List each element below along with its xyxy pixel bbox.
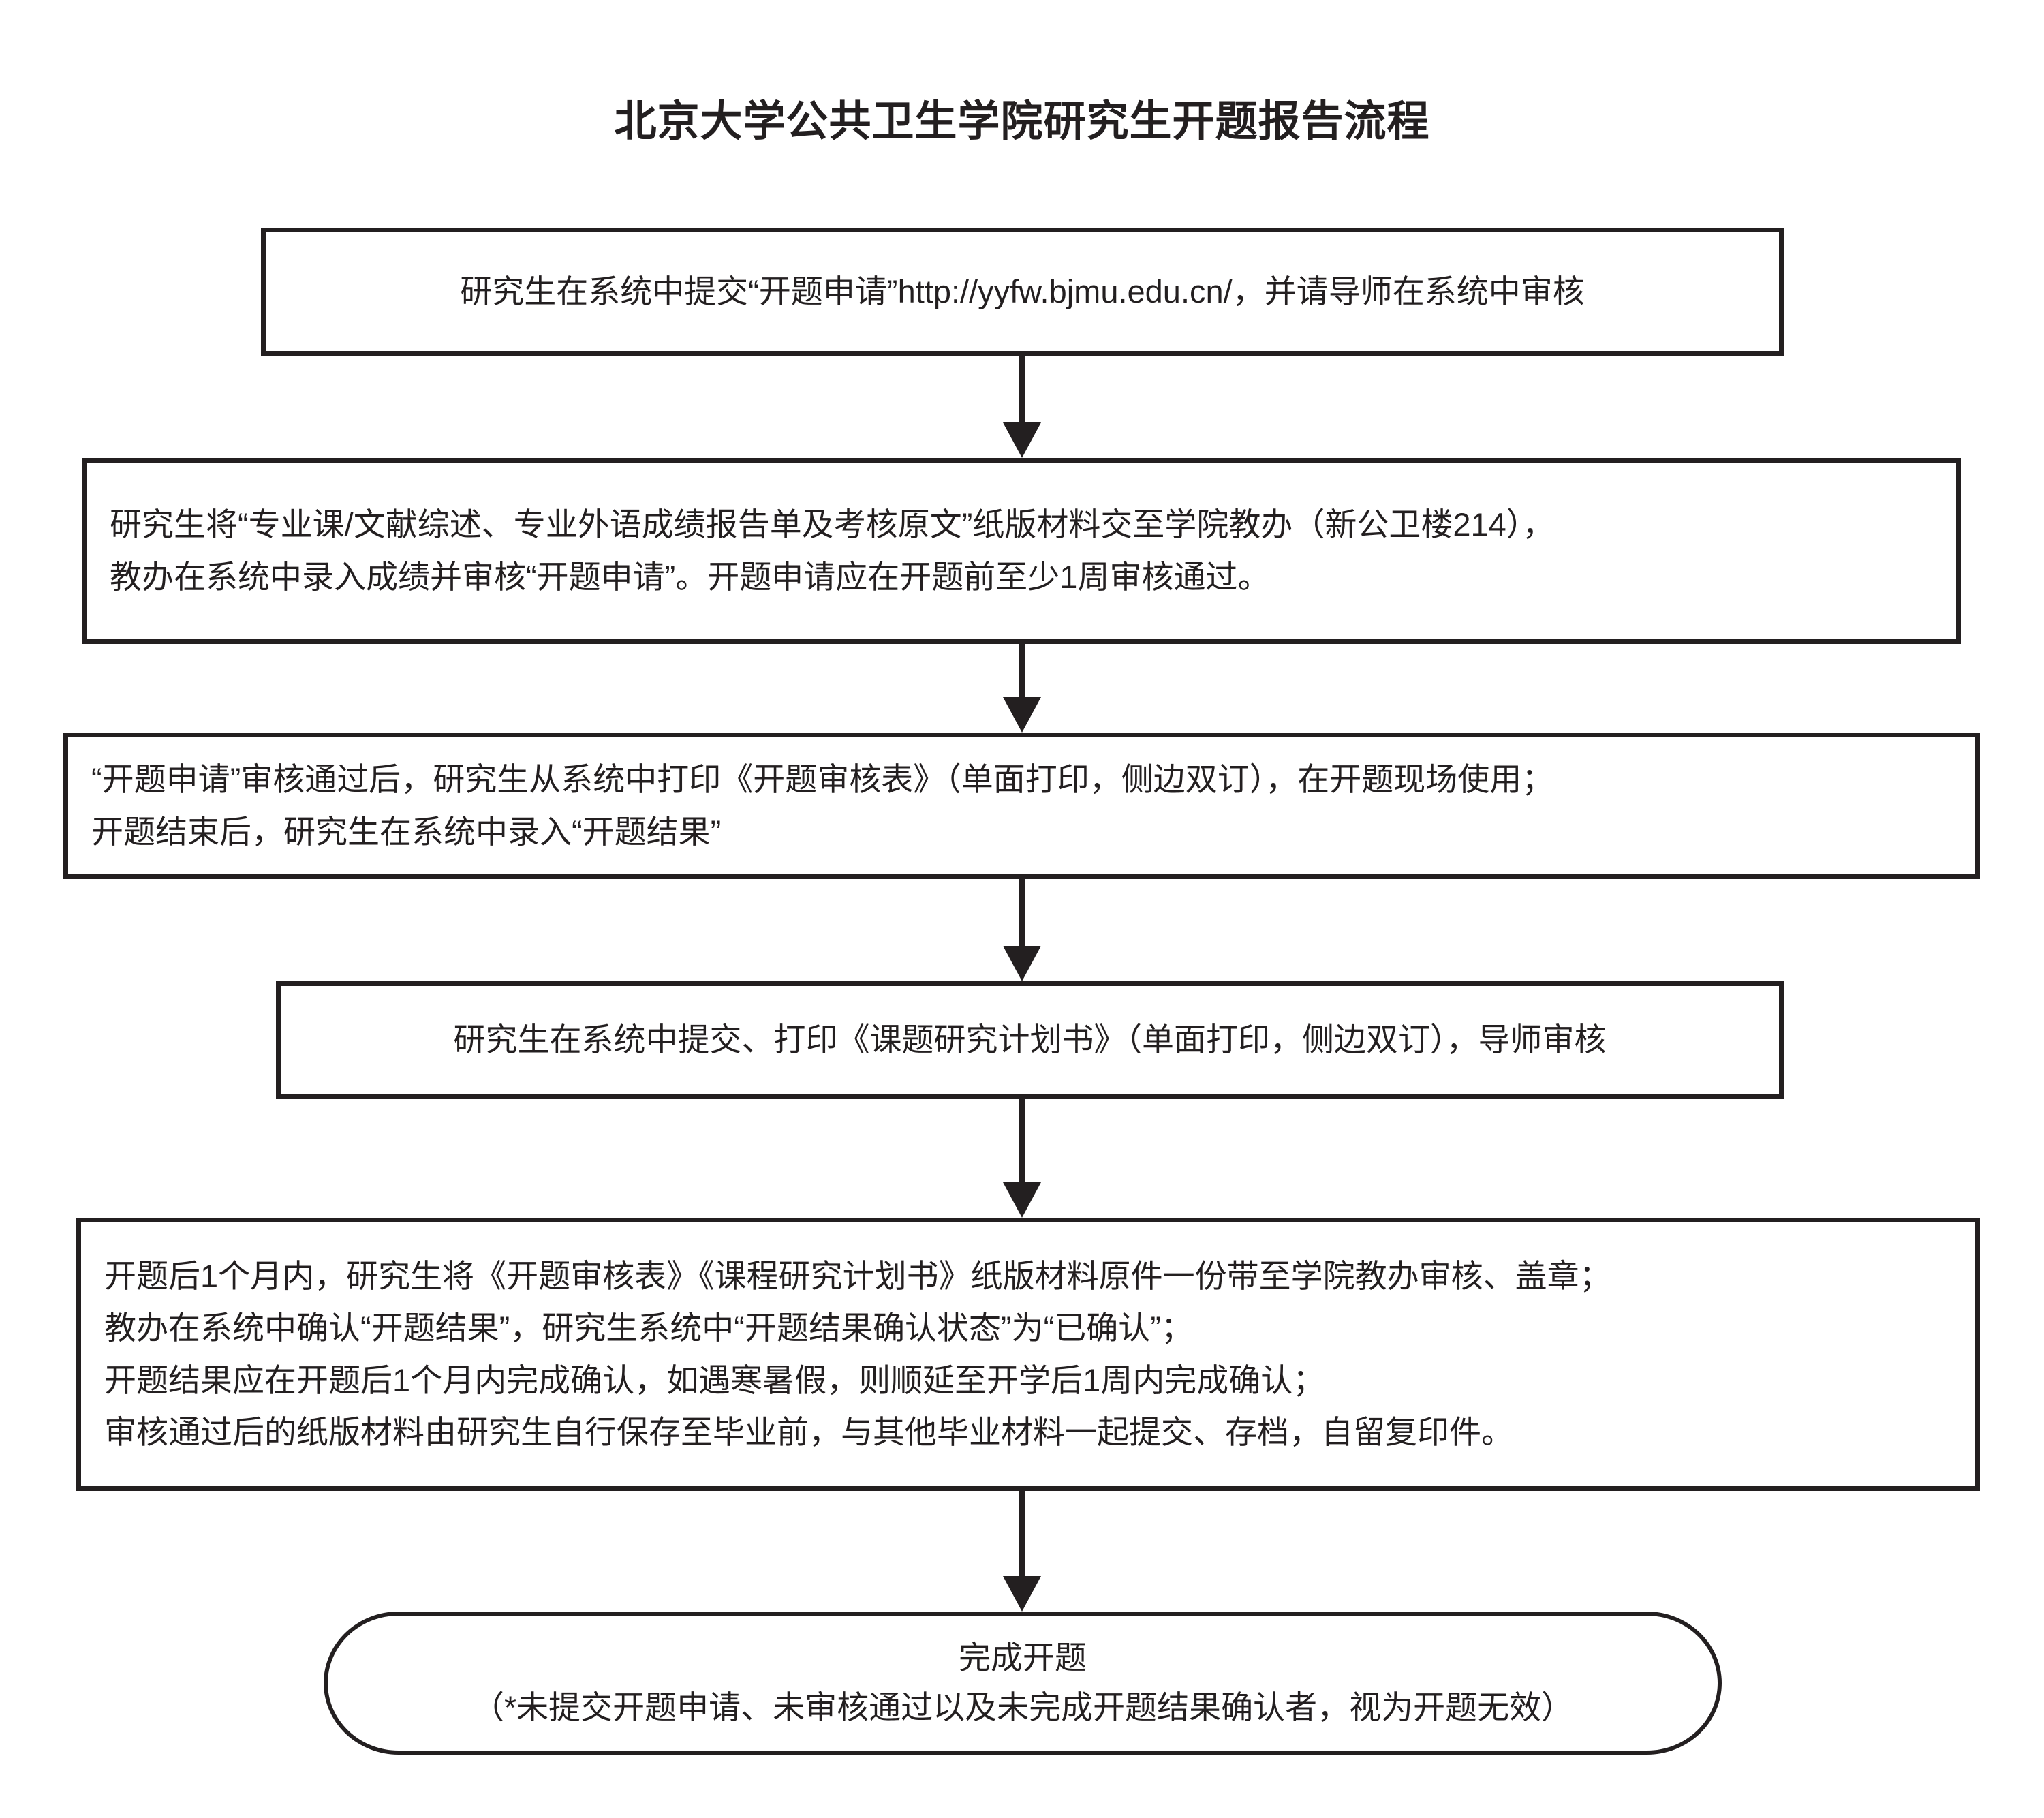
node-text-line: 研究生在系统中提交“开题申请”http://yyfw.bjmu.edu.cn/，… [460,273,1585,309]
process-node-submit-application: 研究生在系统中提交“开题申请”http://yyfw.bjmu.edu.cn/，… [261,228,1784,356]
node-text-line: 开题结果应在开题后1个月内完成确认，如遇寒暑假，则顺延至开学后1周内完成确认； [104,1361,1325,1398]
node-text-line: 研究生在系统中提交、打印《课题研究计划书》（单面打印，侧边双订），导师审核 [453,1021,1607,1058]
node-text-line: 审核通过后的纸版材料由研究生自行保存至毕业前，与其他毕业材料一起提交、存档，自留… [104,1413,1513,1450]
node-text-line: 开题结束后，研究生在系统中录入“开题结果” [91,813,722,850]
arrow-head-icon [1003,1182,1041,1218]
process-node-submit-materials: 研究生将“专业课/文献综述、专业外语成绩报告单及考核原文”纸版材料交至学院教办（… [82,458,1961,644]
node-text-line: 研究生将“专业课/文献综述、专业外语成绩报告单及考核原文”纸版材料交至学院教办（… [110,506,1555,543]
terminal-node-complete: 完成开题 （*未提交开题申请、未审核通过以及未完成开题结果确认者，视为开题无效） [324,1612,1722,1755]
node-text-line: 教办在系统中确认“开题结果”，研究生系统中“开题结果确认状态”为“已确认”； [104,1310,1193,1346]
arrow-shaft [1019,644,1025,698]
arrow-head-icon [1003,1576,1041,1612]
node-text-line: 教办在系统中录入成绩并审核“开题申请”。开题申请应在开题前至少1周审核通过。 [110,558,1270,595]
connector-arrow-4 [1003,1099,1041,1218]
node-text-line: 完成开题 [959,1639,1087,1676]
arrow-head-icon [1003,422,1041,458]
process-node-print-review-form: “开题申请”审核通过后，研究生从系统中打印《开题审核表》（单面打印，侧边双订），… [63,733,1980,879]
connector-arrow-3 [1003,879,1041,981]
page-title: 北京大学公共卫生学院研究生开题报告流程 [614,98,1430,145]
node-text-line: （*未提交开题申请、未审核通过以及未完成开题结果确认者，视为开题无效） [471,1689,1574,1725]
arrow-shaft [1019,879,1025,947]
node-text-line: “开题申请”审核通过后，研究生从系统中打印《开题审核表》（单面打印，侧边双订），… [91,761,1554,798]
arrow-shaft [1019,1099,1025,1184]
connector-arrow-5 [1003,1491,1041,1612]
arrow-shaft [1019,356,1025,424]
process-node-confirm-result: 开题后1个月内，研究生将《开题审核表》《课程研究计划书》纸版材料原件一份带至学院… [76,1218,1980,1491]
arrow-head-icon [1003,697,1041,733]
arrow-head-icon [1003,946,1041,981]
connector-arrow-1 [1003,356,1041,458]
node-text-line: 开题后1个月内，研究生将《开题审核表》《课程研究计划书》纸版材料原件一份带至学院… [104,1258,1611,1295]
arrow-shaft [1019,1491,1025,1577]
process-node-research-plan: 研究生在系统中提交、打印《课题研究计划书》（单面打印，侧边双订），导师审核 [276,981,1784,1099]
connector-arrow-2 [1003,644,1041,733]
